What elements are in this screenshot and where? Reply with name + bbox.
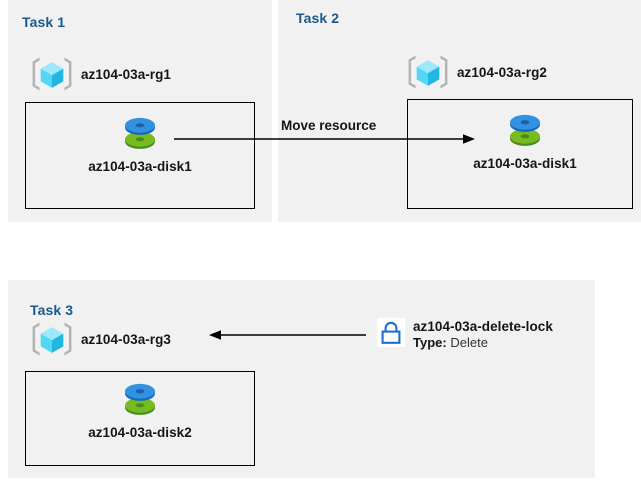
resource-group-icon xyxy=(30,54,74,94)
delete-lock-type: Type: Delete xyxy=(413,335,553,351)
task-title-task2: Task 2 xyxy=(296,10,340,26)
task-title-task3: Task 3 xyxy=(30,302,74,318)
resource-group-icon xyxy=(30,319,74,359)
resource-group-icon xyxy=(406,52,450,92)
task-panel-task2 xyxy=(278,0,641,222)
delete-lock-text: az104-03a-delete-lock Type: Delete xyxy=(413,318,553,351)
resource-group-label-task2: az104-03a-rg2 xyxy=(457,64,547,80)
resource-group-box-task3 xyxy=(25,371,255,466)
resource-group-label-task3: az104-03a-rg3 xyxy=(81,331,171,347)
disk-resource-task3: az104-03a-disk2 xyxy=(80,376,200,440)
disk-label-task2: az104-03a-disk1 xyxy=(473,156,577,171)
resource-group-box-task2 xyxy=(407,99,633,209)
move-resource-caption: Move resource xyxy=(281,118,377,133)
resource-group-task2: az104-03a-rg2 xyxy=(406,52,547,92)
delete-lock-type-value: Delete xyxy=(450,335,488,351)
delete-lock-group: az104-03a-delete-lock Type: Delete xyxy=(377,318,553,351)
disk-label-task3: az104-03a-disk2 xyxy=(88,425,192,440)
task-panel-task3 xyxy=(8,280,595,478)
managed-disk-icon xyxy=(117,376,163,422)
task-title-task1: Task 1 xyxy=(22,14,66,30)
resource-group-task1: az104-03a-rg1 xyxy=(30,54,171,94)
disk-resource-task2: az104-03a-disk1 xyxy=(465,107,585,171)
resource-group-label-task1: az104-03a-rg1 xyxy=(81,66,171,82)
disk-label-task1: az104-03a-disk1 xyxy=(88,159,192,174)
task-panel-task1 xyxy=(8,0,272,222)
delete-lock-name: az104-03a-delete-lock xyxy=(413,319,553,334)
resource-group-box-task1 xyxy=(25,102,255,209)
managed-disk-icon xyxy=(117,110,163,156)
managed-disk-icon xyxy=(502,107,548,153)
resource-group-task3: az104-03a-rg3 xyxy=(30,319,171,359)
disk-resource-task1: az104-03a-disk1 xyxy=(80,110,200,174)
delete-lock-type-key: Type: xyxy=(413,335,447,351)
padlock-icon xyxy=(377,318,405,347)
